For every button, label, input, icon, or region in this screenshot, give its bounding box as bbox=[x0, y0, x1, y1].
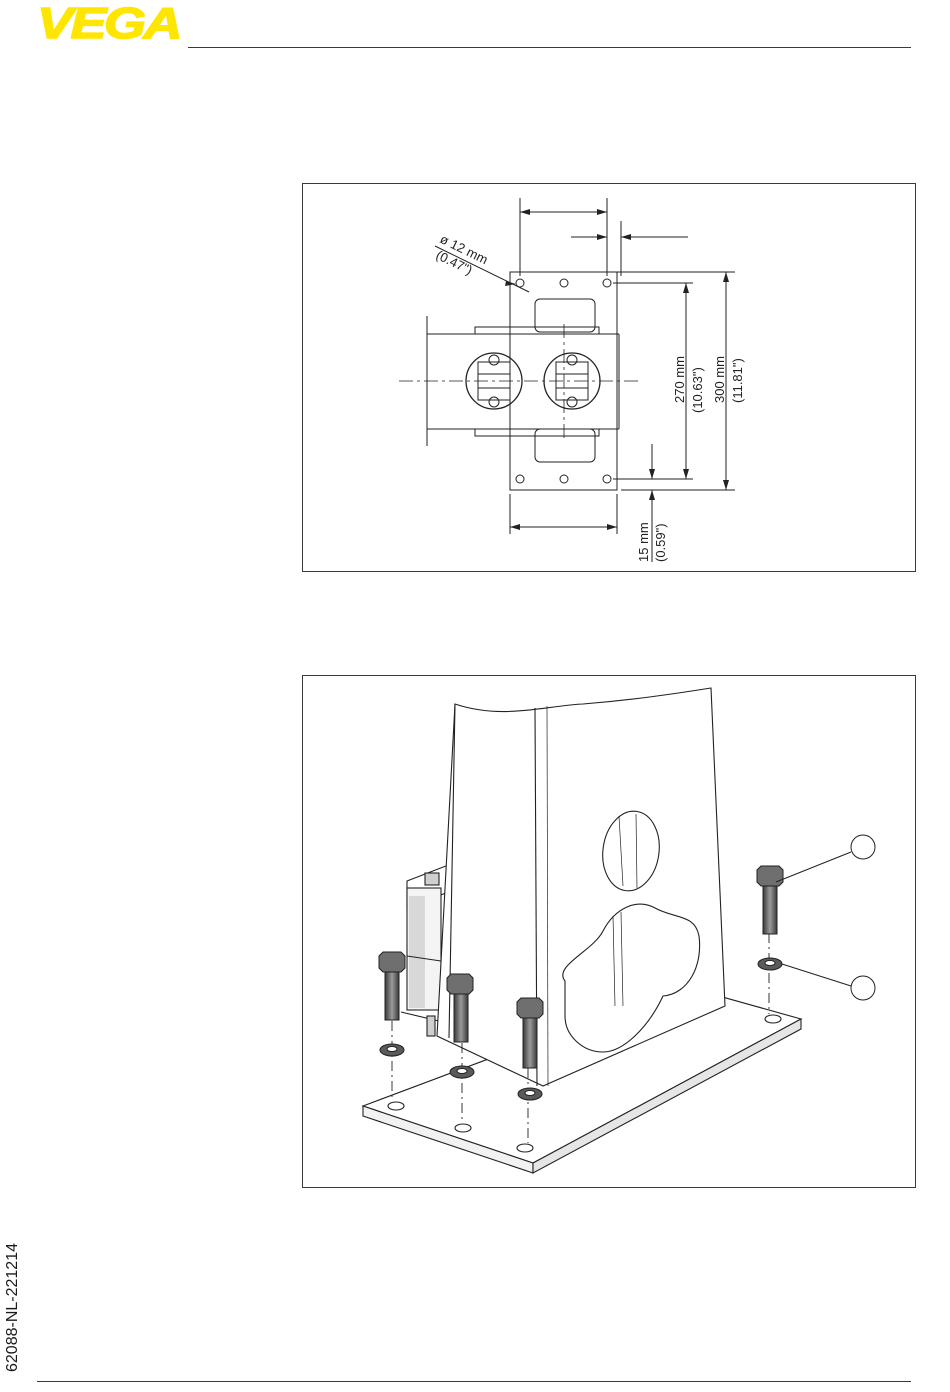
mounting-hole bbox=[517, 1144, 533, 1152]
mounting-hole bbox=[455, 1124, 471, 1132]
logo-text: VEGA bbox=[37, 5, 180, 41]
dim-270-inch-label: (10.63") bbox=[690, 367, 705, 413]
mounting-hole bbox=[765, 1015, 781, 1023]
dim-300-inch-label: (11.81") bbox=[730, 358, 745, 403]
bolt-hole bbox=[516, 475, 524, 483]
dimension-drawing-svg: ø 12 mm (0.47") 270 mm (10.63") 300 mm (… bbox=[303, 184, 915, 571]
mounting-hole bbox=[388, 1102, 404, 1110]
callout-bolt bbox=[851, 835, 875, 859]
dimension-drawing: ø 12 mm (0.47") 270 mm (10.63") 300 mm (… bbox=[302, 183, 916, 572]
callout-washer bbox=[851, 976, 875, 1000]
vega-logo: VEGA bbox=[37, 5, 182, 41]
dim-15-label: 15 mm bbox=[636, 522, 651, 562]
hex-bolt-icon bbox=[757, 866, 783, 934]
dim-300-label: 300 mm bbox=[712, 356, 727, 403]
hex-bolt-icon bbox=[379, 952, 405, 1020]
document-code: 62088-NL-221214 bbox=[4, 1243, 22, 1372]
bolt-hole bbox=[560, 475, 568, 483]
mounting-illustration-svg bbox=[303, 676, 915, 1187]
bolt-hole bbox=[603, 475, 611, 483]
mounting-illustration bbox=[302, 675, 916, 1188]
bolt-hole bbox=[603, 279, 611, 287]
washer-icon bbox=[758, 958, 782, 970]
header-divider bbox=[188, 47, 911, 48]
bolt-hole bbox=[560, 279, 568, 287]
vega-logo-icon: VEGA bbox=[37, 5, 182, 41]
washer-icon bbox=[518, 1088, 542, 1100]
washer-icon bbox=[380, 1044, 404, 1056]
washer-icon bbox=[450, 1066, 474, 1078]
footer-divider bbox=[37, 1381, 911, 1382]
dim-15-inch-label: (0.59") bbox=[653, 523, 668, 562]
dim-270-label: 270 mm bbox=[672, 356, 687, 403]
